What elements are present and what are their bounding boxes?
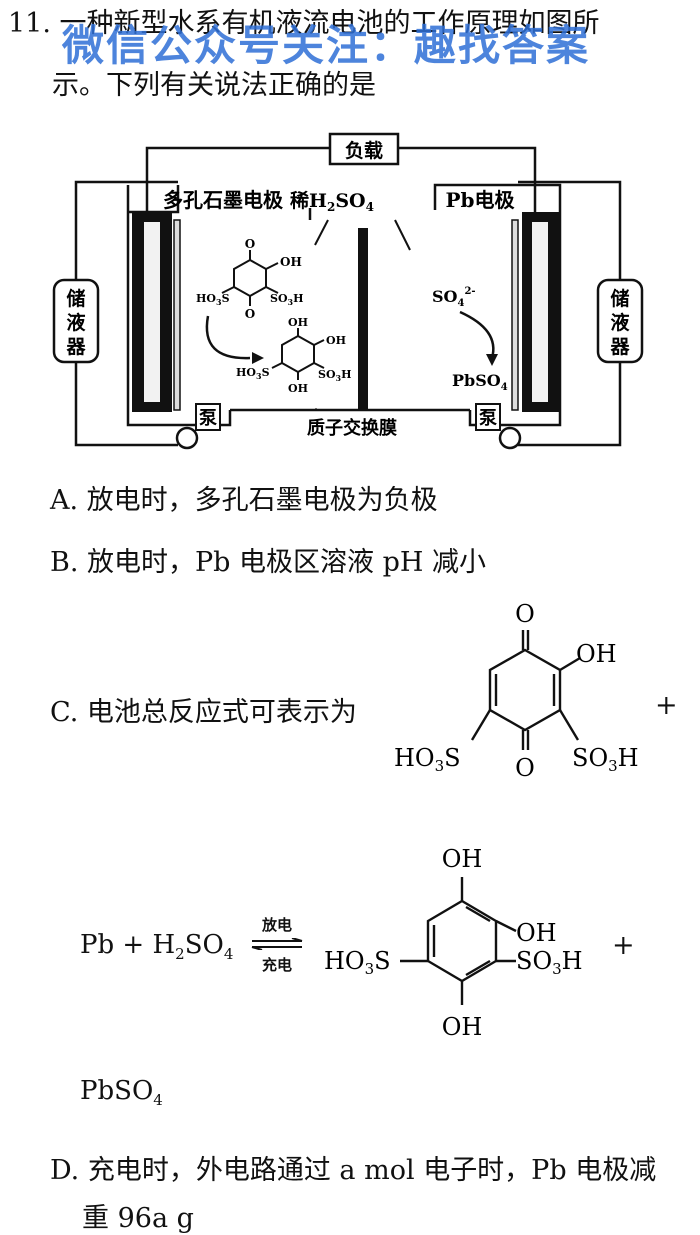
svg-text:储: 储 (66, 287, 85, 310)
svg-text:储: 储 (610, 287, 629, 310)
reaction-arrow-right (459, 310, 495, 359)
left-pump-icon (175, 426, 199, 450)
reversible-arrow: 放电 充电 (250, 914, 304, 975)
right-electrode-label: Pb电极 (445, 188, 515, 212)
svg-text:OH: OH (288, 316, 308, 329)
svg-text:O: O (245, 307, 255, 321)
question-stem-line2: 示。下列有关说法正确的是 (52, 70, 376, 101)
watermark-overlay: 微信公众号关注：趣找答案 (62, 21, 591, 70)
load-box (328, 132, 400, 166)
svg-text:SO3H: SO3H (270, 292, 304, 307)
left-electrode-label: 多孔石墨电极 (163, 188, 284, 212)
membrane-label: 质子交换膜 (307, 417, 397, 439)
wire-right-to-load (398, 146, 537, 212)
option-a: A. 放电时，多孔石墨电极为负极 (50, 485, 438, 516)
svg-text:器: 器 (65, 336, 86, 358)
option-d-line2: 重 96a g (82, 1203, 194, 1234)
pipe-right-bottom (518, 360, 622, 447)
pipe-left-bottom (74, 360, 178, 447)
hydroquinone-structure-large: OH OH OH HO3S SO3H (324, 845, 583, 1041)
flow-battery-diagram: 负载 多孔石墨电极 Pb电极 稀H2SO4 储 液 器 储 液 器 泵 泵 质子… (52, 132, 644, 450)
question-number: 11. (8, 8, 51, 39)
svg-text:O: O (515, 600, 535, 628)
svg-text:SO3H: SO3H (572, 744, 639, 775)
question-stem-line1: 11. 一种新型水系有机液流电池的工作原理如图所 (8, 6, 600, 42)
wire-left-to-load (145, 146, 330, 212)
equilibrium-arrow-icon (251, 937, 303, 951)
svg-text:OH: OH (576, 640, 617, 668)
right-pump-icon (498, 426, 522, 450)
svg-text:SO3H: SO3H (516, 947, 583, 978)
pbso4-label: PbSO4 (452, 371, 508, 393)
left-storage-tank (52, 278, 100, 364)
svg-text:OH: OH (326, 334, 346, 347)
right-pump-label: 泵 (479, 408, 497, 429)
quinone-structure-large: O O OH HO3S SO3H (394, 600, 639, 782)
middle-solution-label: 稀H2SO4 (290, 189, 374, 214)
svg-text:液: 液 (66, 311, 86, 334)
svg-text:HO3S: HO3S (196, 292, 230, 307)
svg-text:OH: OH (516, 919, 557, 947)
proton-exchange-membrane (358, 228, 368, 410)
svg-text:SO3H: SO3H (318, 368, 352, 383)
right-storage-tank (596, 278, 644, 364)
equation-plus: + (612, 930, 635, 961)
svg-text:OH: OH (288, 382, 308, 395)
option-d-line1: D. 充电时，外电路通过 a mol 电子时，Pb 电极减 (50, 1155, 657, 1186)
option-c-plus: + (655, 690, 678, 721)
svg-text:HO3S: HO3S (324, 947, 391, 978)
svg-text:OH: OH (442, 845, 483, 873)
question-stem-text: 一种新型水系有机液流电池的工作原理如图所 (59, 8, 600, 39)
svg-text:HO3S: HO3S (394, 744, 461, 775)
pipe-right-top (518, 180, 622, 280)
svg-text:HO3S: HO3S (236, 366, 270, 381)
svg-text:O: O (515, 754, 535, 782)
svg-text:OH: OH (280, 255, 302, 269)
svg-text:液: 液 (610, 311, 630, 334)
pipe-left-top (74, 180, 178, 280)
hydroquinone-molecule-small (271, 328, 325, 380)
option-b: B. 放电时，Pb 电极区溶液 pH 减小 (50, 547, 487, 578)
svg-text:OH: OH (442, 1013, 483, 1041)
equation-reactants: Pb + H2SO4 (80, 930, 234, 964)
left-pump-label: 泵 (199, 408, 217, 429)
left-cell-wall (126, 185, 232, 427)
equation-product: PbSO4 (80, 1076, 163, 1110)
svg-text:O: O (245, 237, 255, 251)
sulfate-ion-label: SO42- (432, 286, 476, 309)
quinone-molecule-small (221, 250, 279, 306)
option-c: C. 电池总反应式可表示为 (50, 697, 357, 728)
reaction-arrow-left (205, 315, 251, 360)
svg-text:器: 器 (609, 336, 630, 358)
load-label: 负载 (345, 139, 383, 162)
